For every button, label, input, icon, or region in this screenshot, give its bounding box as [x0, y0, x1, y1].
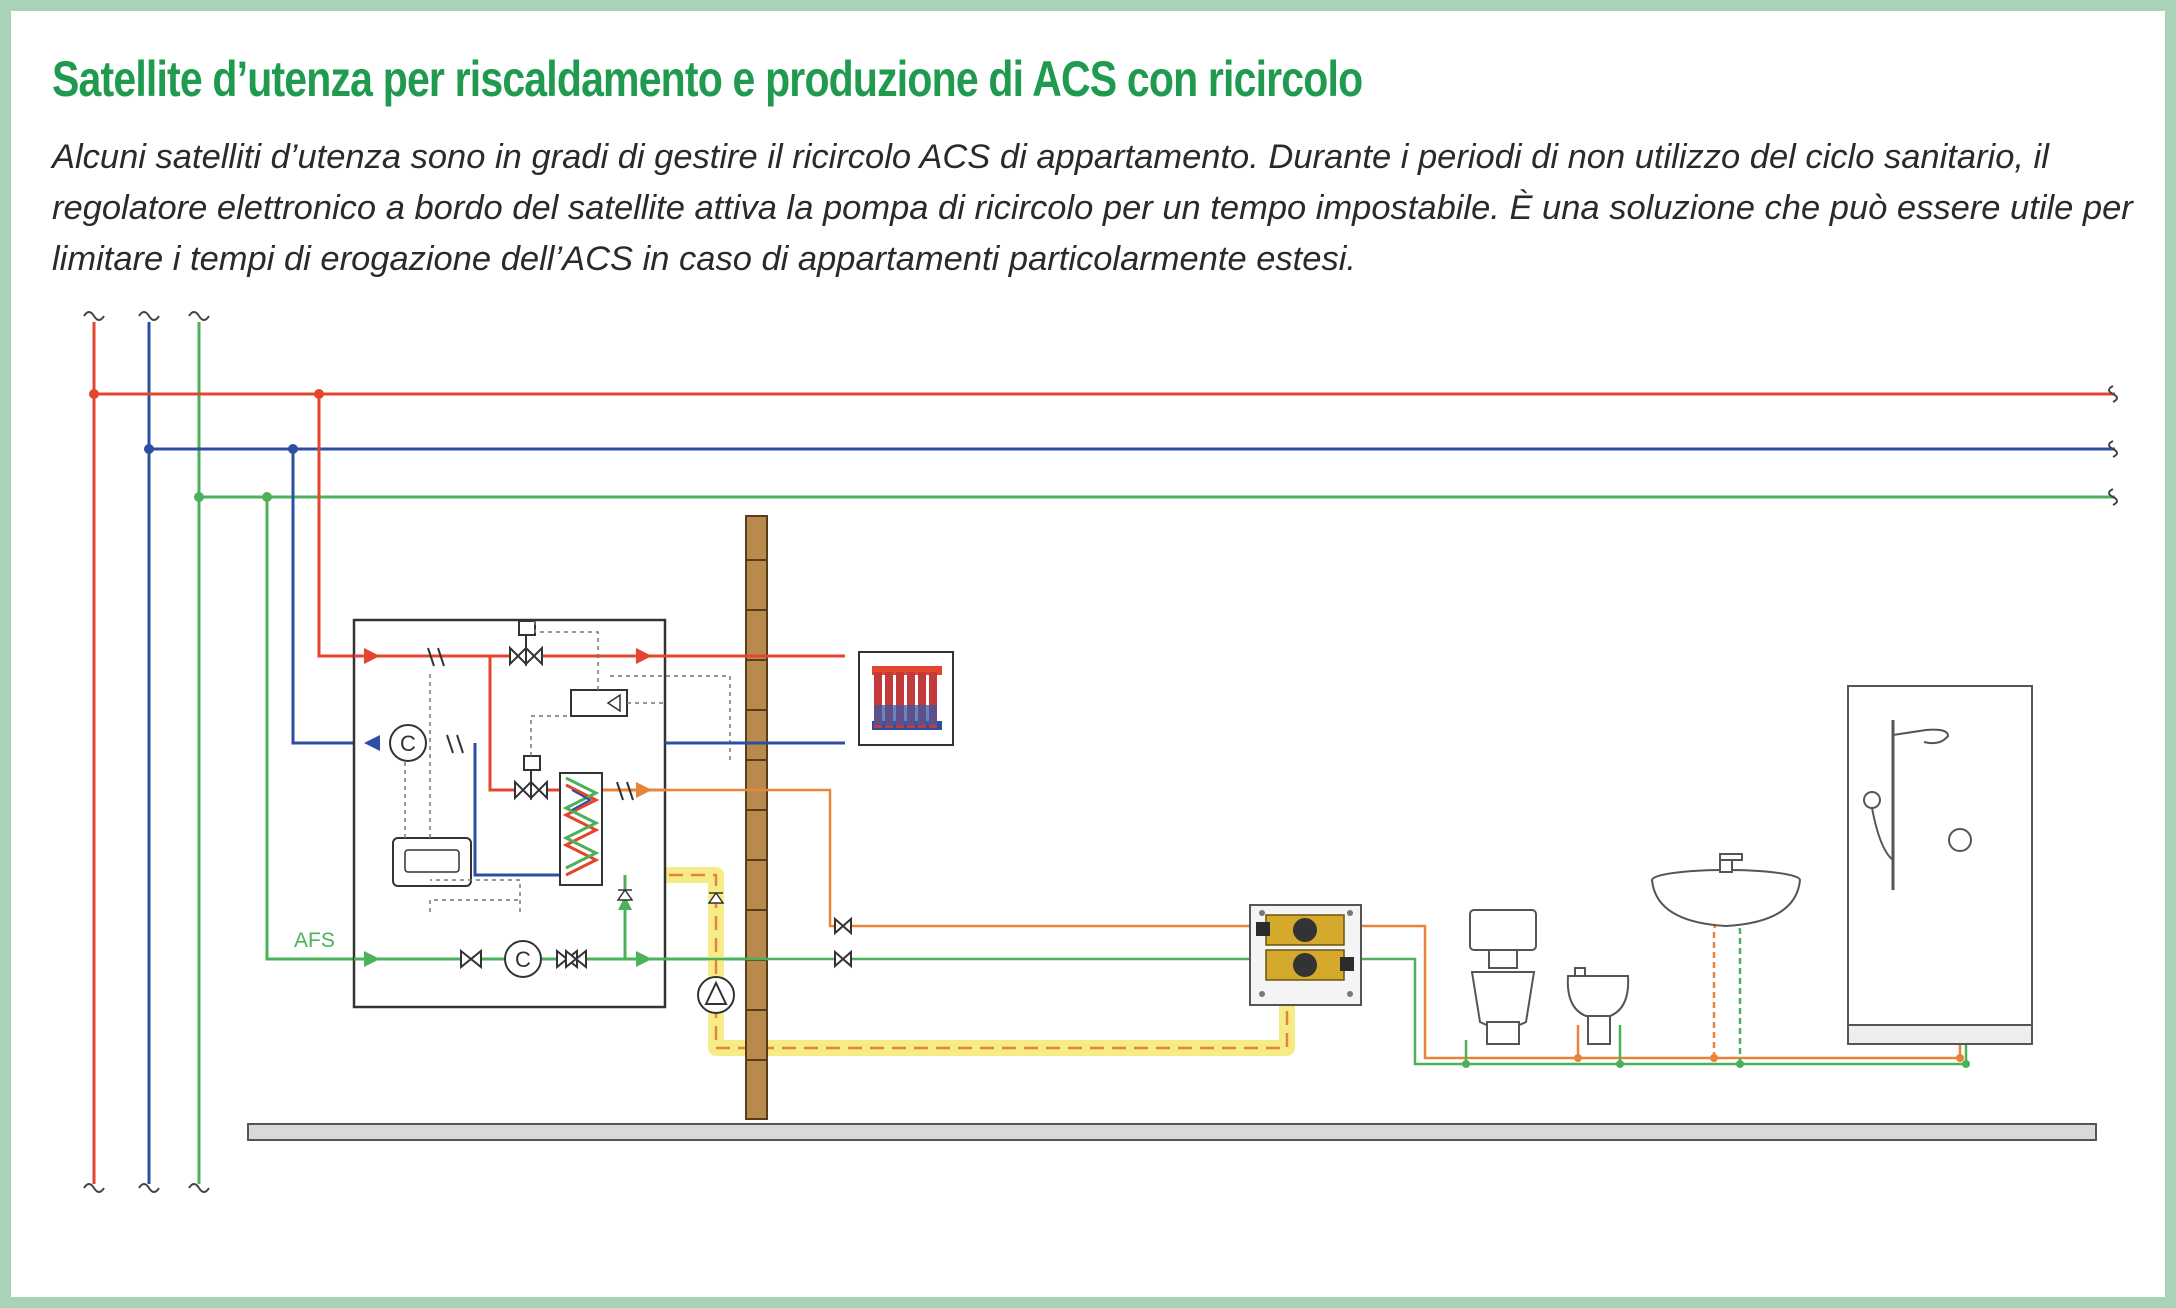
toilet-icon	[1469, 909, 1537, 1045]
recirculation-highlight	[625, 867, 1295, 1056]
recirculation-pump	[697, 891, 735, 1014]
heat-meter-icon	[389, 724, 427, 762]
floor-slab	[247, 1123, 2097, 1141]
shower-icon	[1847, 685, 2033, 1045]
risers	[83, 311, 210, 1193]
distribution-lines	[89, 385, 2118, 506]
svg-text:C: C	[400, 731, 416, 756]
brick-wall	[745, 515, 768, 1120]
satellite-unit: C C	[352, 618, 731, 1009]
page-title: Satellite d’utenza per riscaldamento e p…	[52, 51, 1363, 107]
bidet-icon	[1566, 967, 1630, 1045]
valve-actuator	[570, 689, 628, 717]
afs-label: AFS	[294, 929, 335, 952]
washbasin-icon	[1651, 853, 1801, 928]
water-manifold	[1249, 904, 1362, 1006]
radiator-circuit	[665, 651, 954, 746]
page-description: Alcuni satelliti d’utenza sono in gradi …	[52, 138, 2133, 278]
water-meter-icon	[504, 940, 542, 978]
svg-text:C: C	[515, 947, 531, 972]
radiator-icon	[858, 651, 954, 746]
